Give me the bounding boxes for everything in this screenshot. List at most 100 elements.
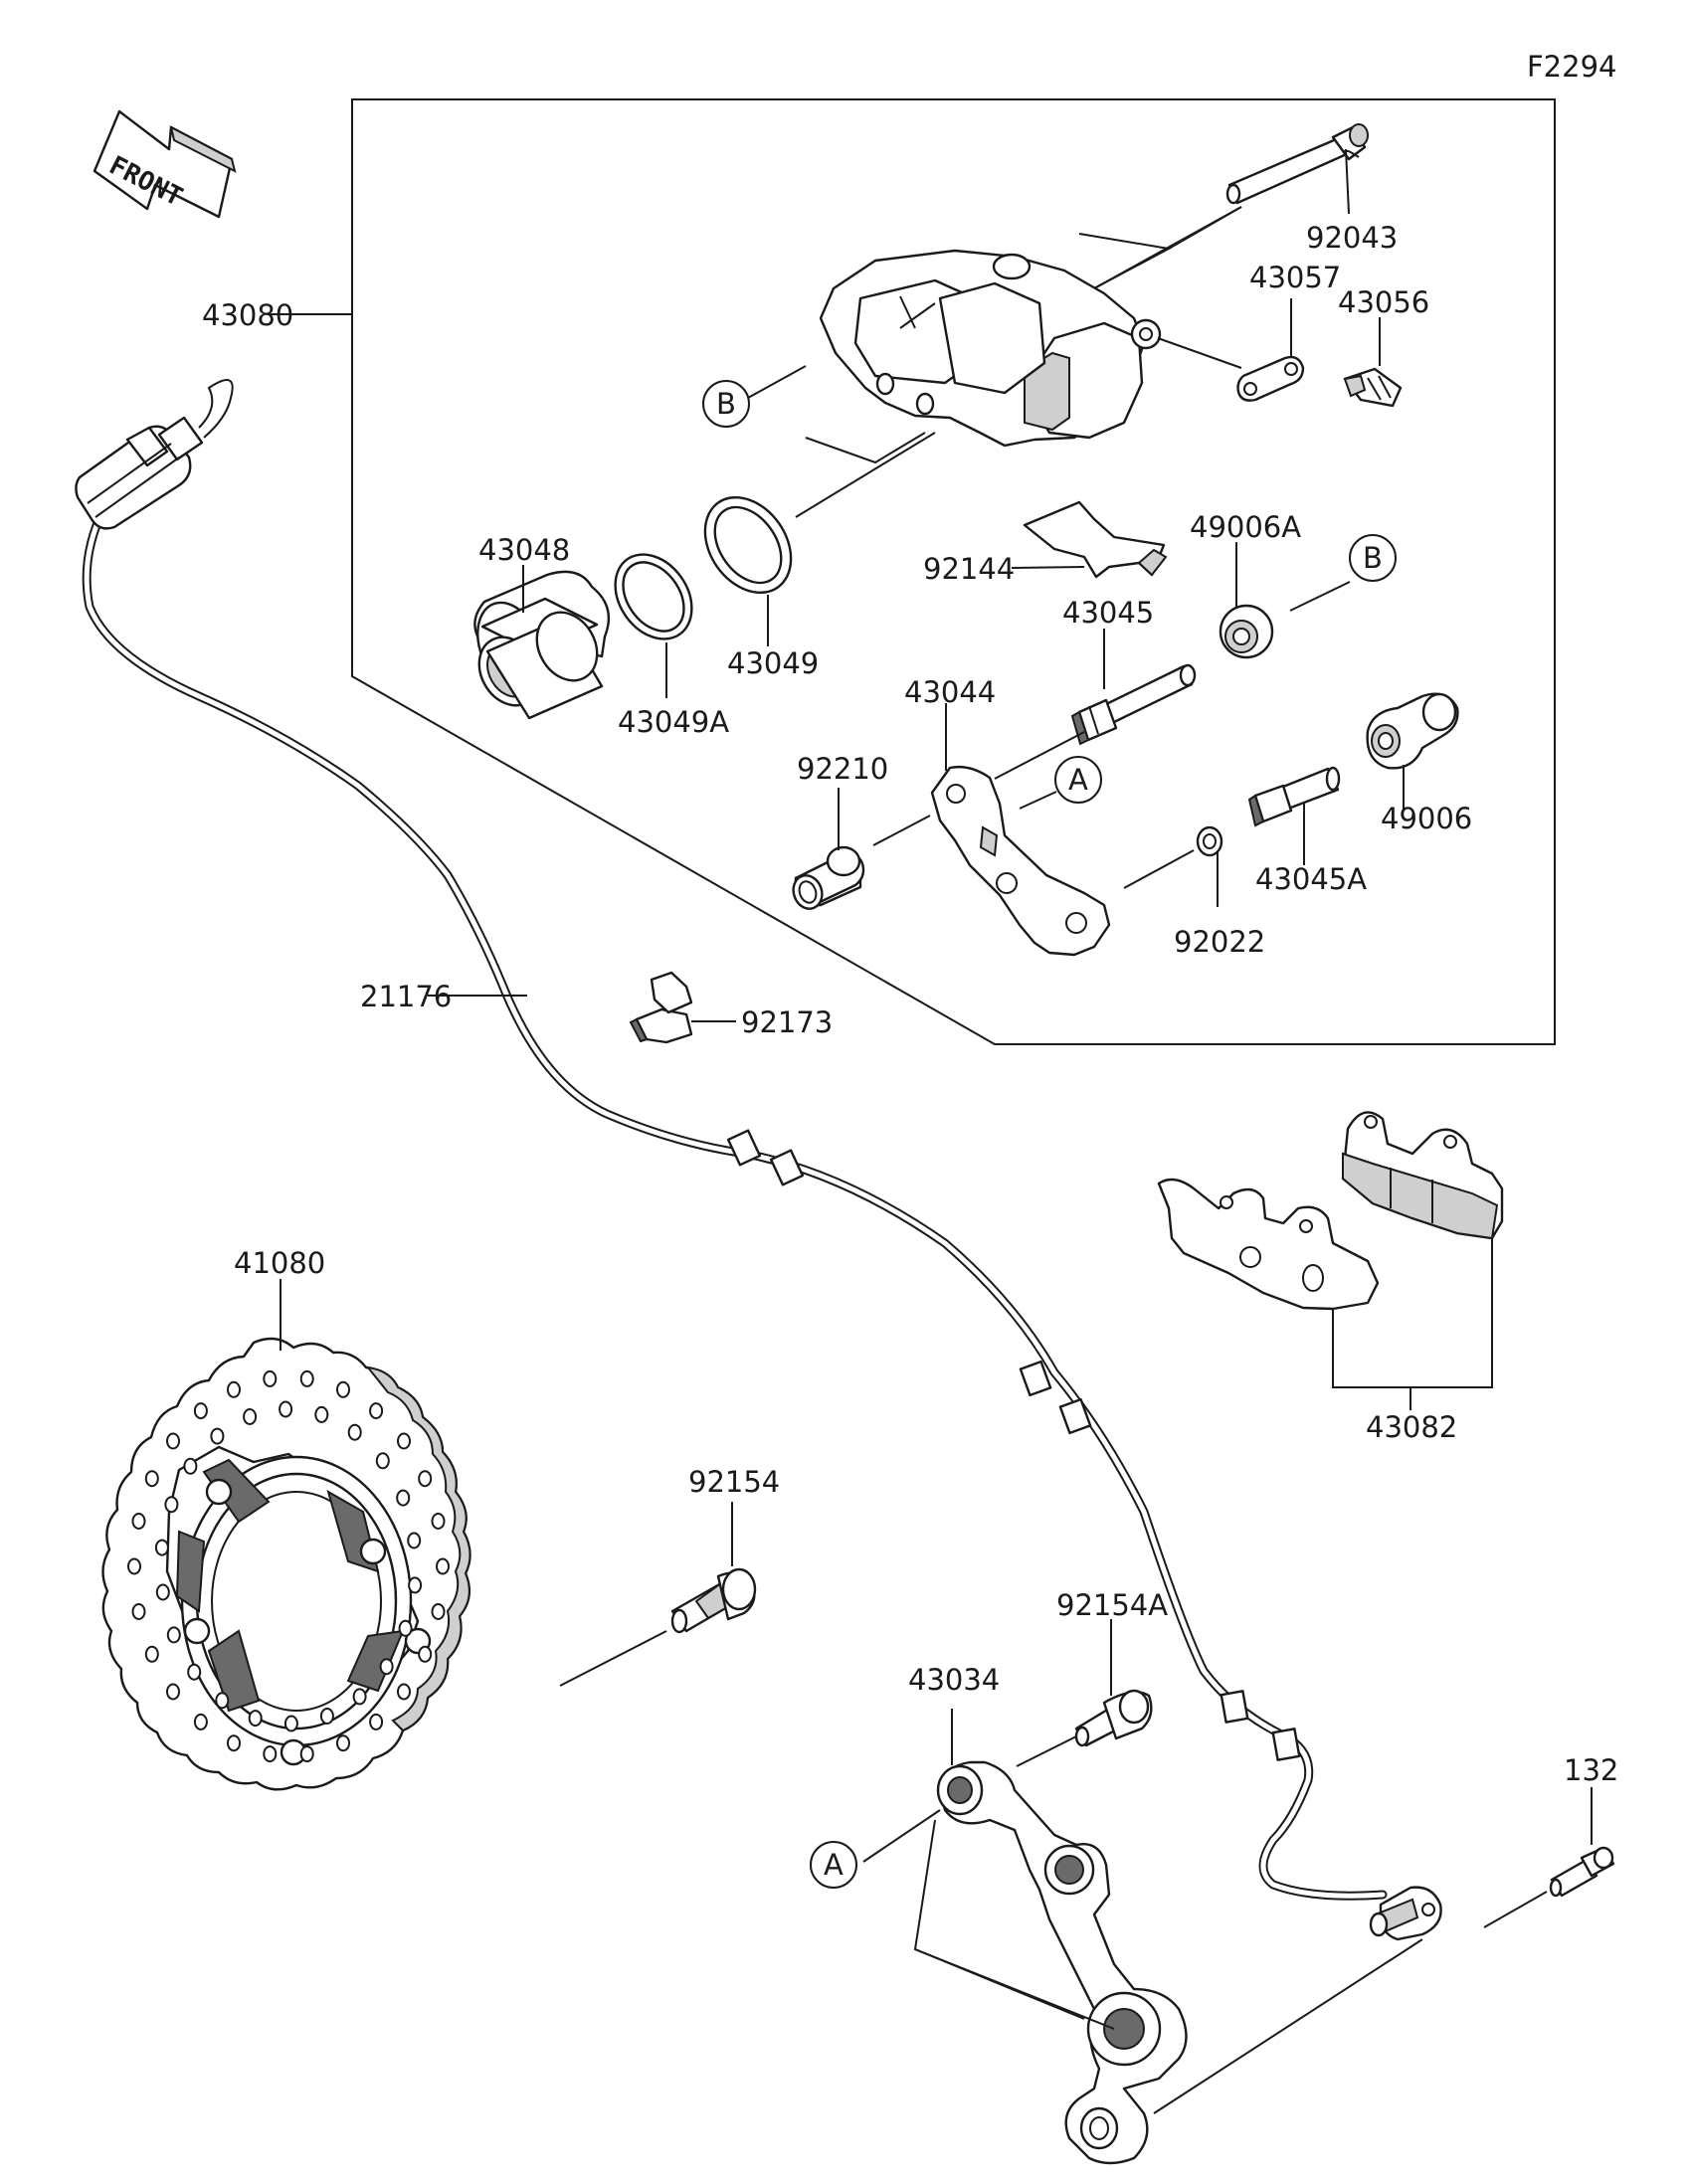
disc-drill-hole (144, 1645, 159, 1663)
caliper-bracket-43044 (930, 765, 1111, 957)
brake-pads-43082 (1157, 1111, 1504, 1311)
label-43082: 43082 (1366, 1410, 1457, 1444)
front-arrow-icon: FRONT (93, 109, 237, 219)
label-92022: 92022 (1174, 925, 1265, 959)
disc-drill-hole (436, 1557, 450, 1575)
disc-drill-hole (314, 1405, 329, 1423)
disc-drill-holes (127, 1369, 450, 1763)
disc-drill-hole (215, 1692, 230, 1710)
disc-drill-hole (279, 1400, 293, 1418)
callout-a-lower (810, 1841, 857, 1889)
sensor-bracket-43034 (936, 1760, 1188, 2165)
callout-b-left (702, 380, 750, 428)
disc-drill-hole (193, 1402, 208, 1420)
disc-drill-hole (283, 1715, 298, 1732)
bracket-43057 (1236, 355, 1305, 402)
disc-drill-hole (227, 1734, 241, 1752)
label-43045A: 43045A (1255, 862, 1367, 896)
collar-92210 (792, 845, 865, 910)
disc-drill-hole (263, 1369, 278, 1387)
disc-drill-hole (210, 1427, 225, 1445)
disc-drill-hole (193, 1713, 208, 1730)
bolt-92154A (1074, 1689, 1153, 1747)
label-49006: 49006 (1381, 802, 1472, 835)
callout-a-upper (1054, 756, 1102, 804)
disc-drill-hole (397, 1683, 411, 1701)
disc-drill-hole (375, 1452, 390, 1470)
label-92154: 92154 (688, 1465, 780, 1499)
disc-drill-hole (227, 1380, 241, 1398)
disc-drill-hole (183, 1457, 198, 1475)
disc-drill-hole (166, 1626, 181, 1644)
disc-drill-hole (352, 1688, 367, 1706)
disc-drill-hole (154, 1539, 169, 1556)
callout-b-left-text: B (716, 387, 736, 421)
callout-b-right (1349, 534, 1397, 582)
label-21176: 21176 (360, 980, 452, 1013)
disc-drill-hole (379, 1658, 394, 1676)
label-43049A: 43049A (618, 705, 729, 739)
label-49006A: 49006A (1190, 510, 1301, 544)
label-92173: 92173 (741, 1005, 833, 1039)
figure-id: F2294 (1527, 50, 1616, 84)
disc-drill-hole (336, 1734, 350, 1752)
disc-drill-hole (369, 1713, 384, 1730)
label-92144: 92144 (923, 552, 1015, 586)
label-92210: 92210 (797, 752, 888, 786)
label-43045: 43045 (1062, 596, 1154, 630)
disc-drill-hole (431, 1513, 446, 1530)
label-43056: 43056 (1338, 285, 1429, 319)
callout-a-lower-text: A (824, 1848, 844, 1882)
brake-disc-41080 (101, 1337, 471, 1791)
label-41080: 41080 (234, 1246, 325, 1280)
disc-drill-hole (144, 1470, 159, 1488)
label-43080: 43080 (202, 298, 293, 332)
disc-drill-hole (248, 1710, 263, 1728)
label-43034: 43034 (908, 1663, 1000, 1697)
bleeder-valve-43056 (1343, 367, 1403, 408)
label-43044: 43044 (904, 675, 996, 709)
slide-pin-43045 (1070, 663, 1197, 746)
caliper-assembly-frame (351, 98, 1556, 1045)
disc-drill-hole (369, 1402, 384, 1420)
pad-spring-92144 (1023, 500, 1168, 579)
callout-b-right-text: B (1363, 541, 1383, 575)
disc-drill-hole (336, 1380, 350, 1398)
clip-92173 (629, 971, 693, 1044)
callout-a-upper-text: A (1068, 763, 1088, 797)
boot-49006 (1366, 692, 1459, 770)
disc-drill-hole (164, 1496, 179, 1514)
disc-drill-hole (408, 1576, 423, 1594)
bolt-132 (1549, 1846, 1615, 1898)
disc-drill-hole (398, 1619, 413, 1637)
disc-drill-hole (397, 1432, 411, 1450)
disc-drill-hole (187, 1663, 202, 1681)
label-92043: 92043 (1306, 221, 1398, 255)
disc-drill-hole (243, 1408, 258, 1425)
label-92154A: 92154A (1056, 1588, 1168, 1622)
disc-drill-hole (299, 1745, 314, 1763)
label-132: 132 (1564, 1753, 1618, 1787)
abs-sensor-cable-21176 (75, 379, 1442, 1941)
disc-drill-hole (407, 1532, 422, 1549)
label-43049: 43049 (727, 646, 819, 680)
slide-pin-43045A (1247, 766, 1341, 827)
piston-43048 (473, 570, 610, 720)
seal-43049 (703, 495, 793, 595)
disc-drill-hole (263, 1745, 278, 1763)
seal-43049A (614, 553, 693, 640)
disc-drill-hole (347, 1423, 362, 1441)
disc-drill-hole (127, 1557, 141, 1575)
disc-drill-hole (131, 1603, 146, 1620)
label-43057: 43057 (1249, 261, 1341, 294)
disc-drill-hole (431, 1603, 446, 1620)
disc-drill-hole (299, 1369, 314, 1387)
label-43048: 43048 (478, 533, 570, 567)
disc-drill-hole (155, 1583, 170, 1601)
bolt-92154 (670, 1567, 757, 1634)
disc-drill-hole (166, 1683, 180, 1701)
disc-drill-hole (418, 1470, 433, 1488)
washer-92022 (1196, 825, 1223, 857)
disc-drill-hole (131, 1513, 146, 1530)
